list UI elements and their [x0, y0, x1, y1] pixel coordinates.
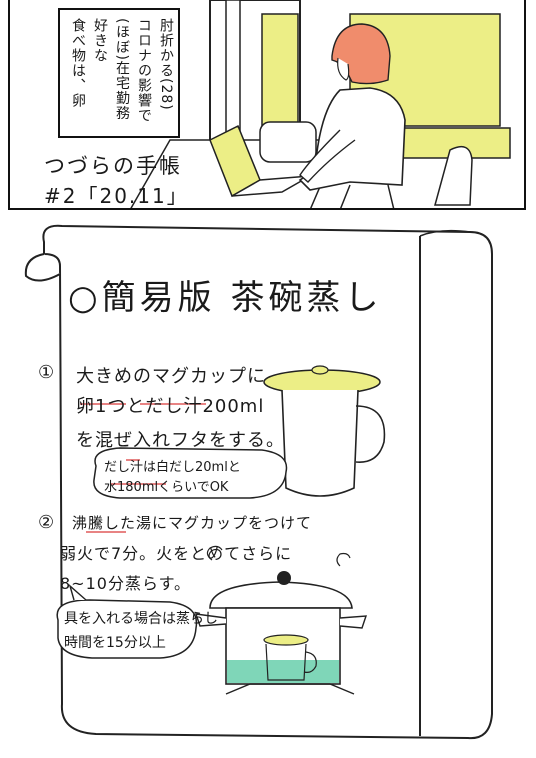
step2-line-2: 弱火で7分。火をとめてさらに: [60, 544, 293, 563]
step2-number: ②: [38, 512, 56, 533]
step2-line-1: 沸騰した湯にマグカップをつけて: [72, 514, 313, 532]
step1-note-bubble: [93, 447, 288, 499]
scroll-paper: [24, 224, 493, 740]
caption-line-4: 好きな: [92, 18, 108, 63]
caption-line-5: 食べ物は、卵: [70, 18, 86, 108]
step1-line-3: を混ぜ入れフタをする。: [76, 430, 285, 451]
step2-note-bubble: [56, 599, 198, 659]
character-caption-box: 肘折かる(28) コロナの影響で (ほぼ)在宅勤務 好きな 食べ物は、卵: [58, 8, 180, 138]
pot-illustration: [194, 545, 367, 695]
step2-note-line-2: 時間を15分以上: [64, 635, 166, 651]
recipe-title: ○簡易版 茶碗蒸し: [68, 278, 383, 318]
top-panel: 肘折かる(28) コロナの影響で (ほぼ)在宅勤務 好きな 食べ物は、卵 つづら…: [8, 0, 526, 210]
step1-line-2: 卵1つとだし汁200ml: [76, 396, 265, 417]
step1-line-1: 大きめのマグカップに: [76, 366, 266, 387]
office-scene-illustration: [130, 0, 511, 208]
step1-number: ①: [38, 362, 56, 383]
step1-note-line-2: 水180mlくらいでOK: [104, 480, 229, 495]
series-title: つづらの手帳: [44, 154, 182, 178]
caption-line-3: (ほぼ)在宅勤務: [114, 18, 130, 121]
episode-label: #2「20.11」: [44, 184, 189, 208]
step1-note-line-1: だし汁は白だし20mlと: [104, 460, 241, 475]
caption-line-2: コロナの影響で: [136, 18, 152, 123]
step2-note-line-1: 具を入れる場合は蒸らし: [64, 611, 218, 627]
step2-line-3: 8~10分蒸らす。: [60, 574, 192, 593]
caption-line-1: 肘折かる(28): [158, 18, 174, 111]
mug-illustration: [263, 365, 386, 497]
